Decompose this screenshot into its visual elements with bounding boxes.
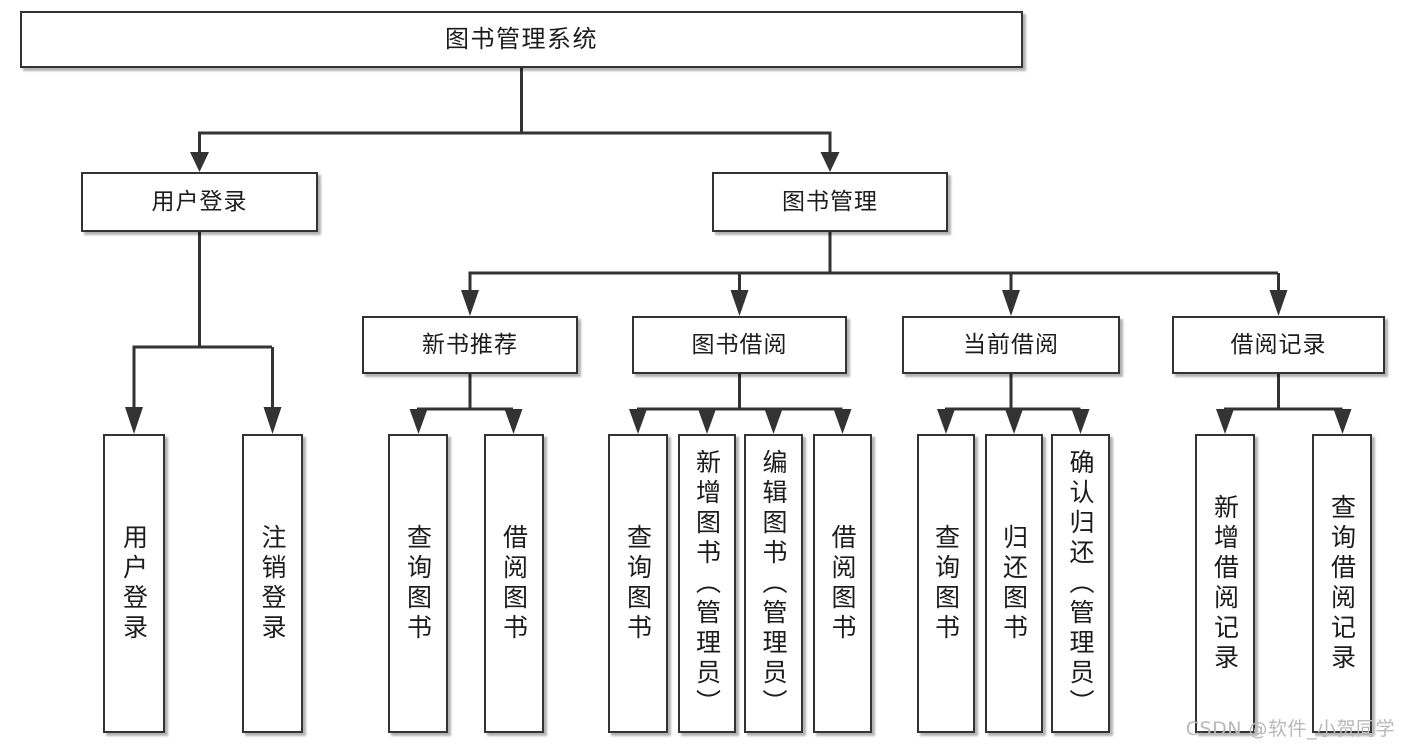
node-label: 当前借阅 [963, 331, 1059, 358]
arrowhead-borrow-record [1269, 290, 1288, 316]
node-leaf-borrow-book-2[interactable]: 借阅图书 [813, 434, 872, 733]
node-root-system[interactable]: 图书管理系统 [20, 11, 1023, 68]
node-label: 查询借阅记录 [1327, 493, 1357, 674]
arrowhead-user-login [190, 152, 209, 172]
arrowhead-leaf-query-borrow-record [1333, 409, 1352, 434]
node-label: 图书管理系统 [445, 24, 598, 53]
node-leaf-query-book-2[interactable]: 查询图书 [608, 434, 668, 733]
node-label: 图书管理 [782, 188, 878, 215]
arrowhead-leaf-confirm-return [1071, 409, 1090, 434]
arrowhead-leaf-query-book-1 [409, 409, 428, 434]
node-label: 图书借阅 [691, 331, 788, 358]
arrowhead-leaf-user-login [125, 407, 143, 434]
node-leaf-user-login[interactable]: 用户登录 [103, 434, 165, 733]
node-label: 查询图书 [623, 523, 653, 644]
node-label: 借阅记录 [1230, 331, 1327, 358]
node-label: 新增借阅记录 [1210, 493, 1240, 674]
node-label: 查询图书 [403, 523, 433, 644]
node-new-book-recommend[interactable]: 新书推荐 [362, 316, 578, 374]
arrowhead-leaf-logout-login [263, 407, 282, 434]
node-book-manage[interactable]: 图书管理 [712, 172, 948, 232]
node-label: 用户登录 [119, 523, 149, 644]
arrowhead-leaf-edit-book-admin [764, 409, 783, 434]
node-leaf-query-borrow-record[interactable]: 查询借阅记录 [1312, 434, 1372, 733]
arrowhead-leaf-add-borrow-record [1216, 409, 1234, 434]
node-label: 借阅图书 [499, 523, 529, 644]
node-label: 归还图书 [999, 523, 1029, 644]
node-leaf-query-book-1[interactable]: 查询图书 [388, 434, 448, 733]
node-book-borrow[interactable]: 图书借阅 [632, 316, 847, 374]
node-leaf-logout-login[interactable]: 注销登录 [242, 434, 303, 733]
node-leaf-borrow-book-1[interactable]: 借阅图书 [484, 434, 544, 733]
node-label: 新增图书（管理员） [692, 448, 722, 719]
arrowhead-leaf-query-book-2 [629, 409, 647, 434]
node-label: 注销登录 [258, 523, 287, 644]
node-label: 用户登录 [151, 188, 248, 215]
arrowhead-book-borrow [730, 290, 749, 316]
node-label: 确认归还（管理员） [1066, 448, 1095, 719]
arrowhead-leaf-add-book-admin [698, 409, 716, 434]
arrowhead-new-book-recommend [461, 290, 479, 316]
arrowhead-leaf-return-book [1005, 409, 1023, 434]
node-leaf-confirm-return[interactable]: 确认归还（管理员） [1051, 434, 1110, 733]
arrowhead-book-manage [820, 152, 840, 172]
arrowhead-leaf-borrow-book-1 [504, 409, 523, 434]
node-leaf-add-book-admin[interactable]: 新增图书（管理员） [678, 434, 736, 733]
arrowhead-leaf-query-book-3 [937, 409, 955, 434]
node-current-borrow[interactable]: 当前借阅 [902, 316, 1120, 374]
node-user-login[interactable]: 用户登录 [81, 172, 318, 232]
node-label: 新书推荐 [422, 331, 518, 358]
arrowhead-current-borrow [1002, 290, 1020, 316]
node-leaf-add-borrow-record[interactable]: 新增借阅记录 [1195, 434, 1255, 733]
node-label: 查询图书 [931, 523, 961, 644]
node-label: 借阅图书 [828, 523, 857, 644]
node-label: 编辑图书（管理员） [759, 448, 788, 719]
node-leaf-return-book[interactable]: 归还图书 [985, 434, 1043, 733]
node-borrow-record[interactable]: 借阅记录 [1172, 316, 1385, 374]
arrowhead-leaf-borrow-book-2 [833, 409, 852, 434]
node-leaf-query-book-3[interactable]: 查询图书 [917, 434, 975, 733]
node-leaf-edit-book-admin[interactable]: 编辑图书（管理员） [744, 434, 803, 733]
watermark-text: CSDN @软件_小贺同学 [1185, 718, 1395, 740]
